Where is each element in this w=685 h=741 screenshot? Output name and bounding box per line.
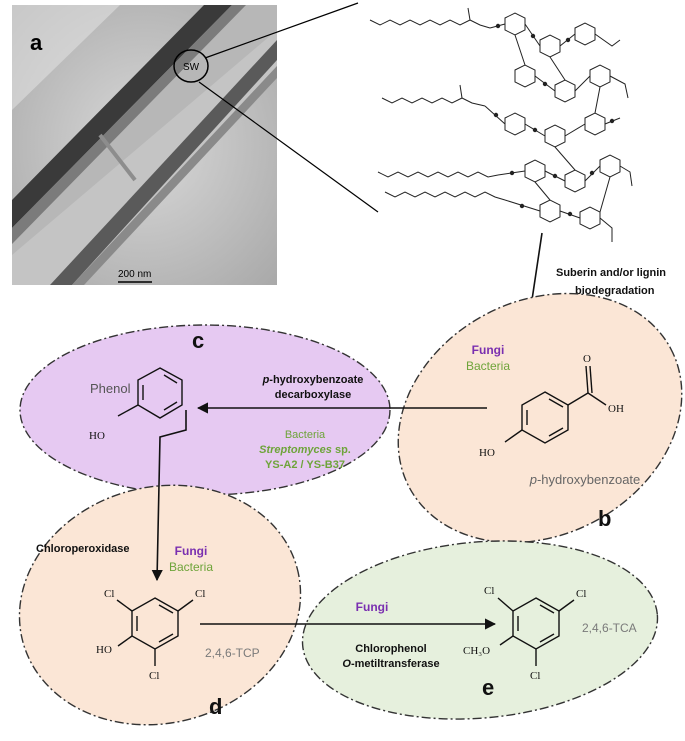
arrow-chlorination [151,410,187,582]
tca-ch3o-atom: CH₃O [463,645,490,657]
chloroperoxidase-label: Chloroperoxidase [36,543,130,555]
tcp-cl-bottom: Cl [149,670,159,682]
hydroxybenzoate-ho-atom: HO [479,447,495,459]
suberin-polymer-structure [369,7,633,242]
panel-c-sp: sp. [332,444,351,456]
panel-d-ellipse [18,484,302,726]
tcp-cl-left: Cl [104,588,114,600]
hydroxybenzoate-prefix: p [529,472,537,487]
enzyme-methyltransferase-o: O [342,658,351,670]
enzyme-decarboxylase-line1: p-hydroxybenzoate [262,374,364,386]
panel-c-letter: c [192,328,204,353]
panel-d-organism-fungi: Fungi [175,544,208,558]
panel-e: Fungi Chlorophenol O-metiltransferase Cl… [301,540,659,720]
tcp-ho-atom: HO [96,644,112,656]
panel-b-organism-bacteria: Bacteria [466,359,510,373]
panel-e-ellipse [301,540,659,720]
tca-label: 2,4,6-TCA [582,621,637,635]
tca-cl-left: Cl [484,585,494,597]
panel-c-genus-line: Streptomyces sp. [259,444,351,456]
phenol-ho-atom: HO [89,430,105,442]
panel-b: Fungi Bacteria O OH HO p-hydroxybenzoate… [397,292,683,544]
panel-e-letter: e [482,675,494,700]
enzyme-decarboxylase-rest: -hydroxybenzoate [269,374,363,386]
panel-c-organism: Bacteria [285,429,326,441]
panel-a-letter: a [30,30,43,55]
panel-e-organism: Fungi [356,600,389,614]
tcp-cl-right: Cl [195,588,205,600]
panel-b-organism-fungi: Fungi [472,343,505,357]
biodegradation-label-line2: biodegradation [575,285,655,297]
tcp-structure [116,597,194,666]
tca-structure [497,597,575,666]
panel-d-organism-bacteria: Bacteria [169,560,213,574]
panel-a-micrograph: a SW 200 nm [12,5,277,285]
panel-c-strains: YS-A2 / YS-B37 [265,459,345,471]
biodegradation-label-line1: Suberin and/or lignin [556,267,666,279]
panel-c: c Phenol HO p-hydroxybenzoate decarboxyl… [19,324,391,496]
panel-c-genus: Streptomyces [259,444,332,456]
zoom-line-bottom [198,81,379,213]
enzyme-methyltransferase-line2: O-metiltransferase [342,658,439,670]
panel-b-letter: b [598,506,611,531]
enzyme-methyltransferase-line1: Chlorophenol [355,643,427,655]
sw-label: SW [183,62,200,73]
sw-circle [173,49,209,83]
hydroxybenzoate-o-atom: O [583,353,591,365]
tcp-label: 2,4,6-TCP [205,646,260,660]
panel-b-ellipse [397,292,683,544]
hydroxybenzoate-rest: -hydroxybenzoate [537,472,640,487]
enzyme-methyltransferase-rest: -metiltransferase [351,658,440,670]
hydroxybenzoate-label: p-hydroxybenzoate [529,472,641,487]
zoom-line-top [204,2,359,59]
tca-cl-right: Cl [576,588,586,600]
scale-bar-label: 200 nm [118,269,151,280]
panel-d: Chloroperoxidase Fungi Bacteria Cl Cl Cl… [18,484,302,726]
enzyme-decarboxylase-line2: decarboxylase [275,389,351,401]
polymer-heteroatoms [493,23,615,217]
tca-cl-bottom: Cl [530,670,540,682]
hydroxybenzoate-structure [504,365,607,444]
phenol-label: Phenol [90,381,131,396]
phenol-structure [117,367,183,419]
panel-d-letter: d [209,694,222,719]
enzyme-decarboxylase-prefix: p [262,374,270,386]
hydroxybenzoate-oh-atom: OH [608,403,624,415]
